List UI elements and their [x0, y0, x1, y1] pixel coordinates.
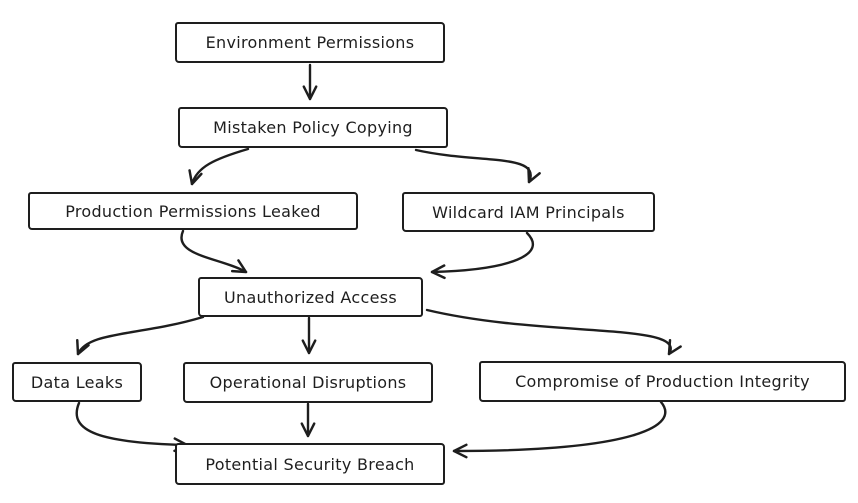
arrow-compromise-to-breach — [452, 400, 667, 459]
node-mistaken-policy-copying: Mistaken Policy Copying — [178, 107, 448, 148]
arrow-production-leaked-to-unauthorized — [180, 229, 248, 274]
arrow-unauthorized-to-compromise — [425, 308, 682, 356]
arrow-unauthorized-to-data-leaks — [76, 315, 205, 356]
arrow-mistaken-to-production-leaked — [188, 147, 250, 186]
arrow-mistaken-to-wildcard — [414, 148, 541, 184]
node-production-permissions-leaked: Production Permissions Leaked — [28, 192, 358, 230]
node-unauthorized-access: Unauthorized Access — [198, 277, 423, 317]
arrow-data-leaks-to-breach — [75, 401, 189, 453]
node-operational-disruptions: Operational Disruptions — [183, 362, 433, 403]
node-data-leaks: Data Leaks — [12, 362, 142, 402]
node-environment-permissions: Environment Permissions — [175, 22, 445, 63]
arrow-wildcard-to-unauthorized — [430, 231, 534, 280]
node-wildcard-iam-principals: Wildcard IAM Principals — [402, 192, 655, 232]
node-compromise-of-production-integrity: Compromise of Production Integrity — [479, 361, 846, 402]
node-potential-security-breach: Potential Security Breach — [175, 443, 445, 485]
